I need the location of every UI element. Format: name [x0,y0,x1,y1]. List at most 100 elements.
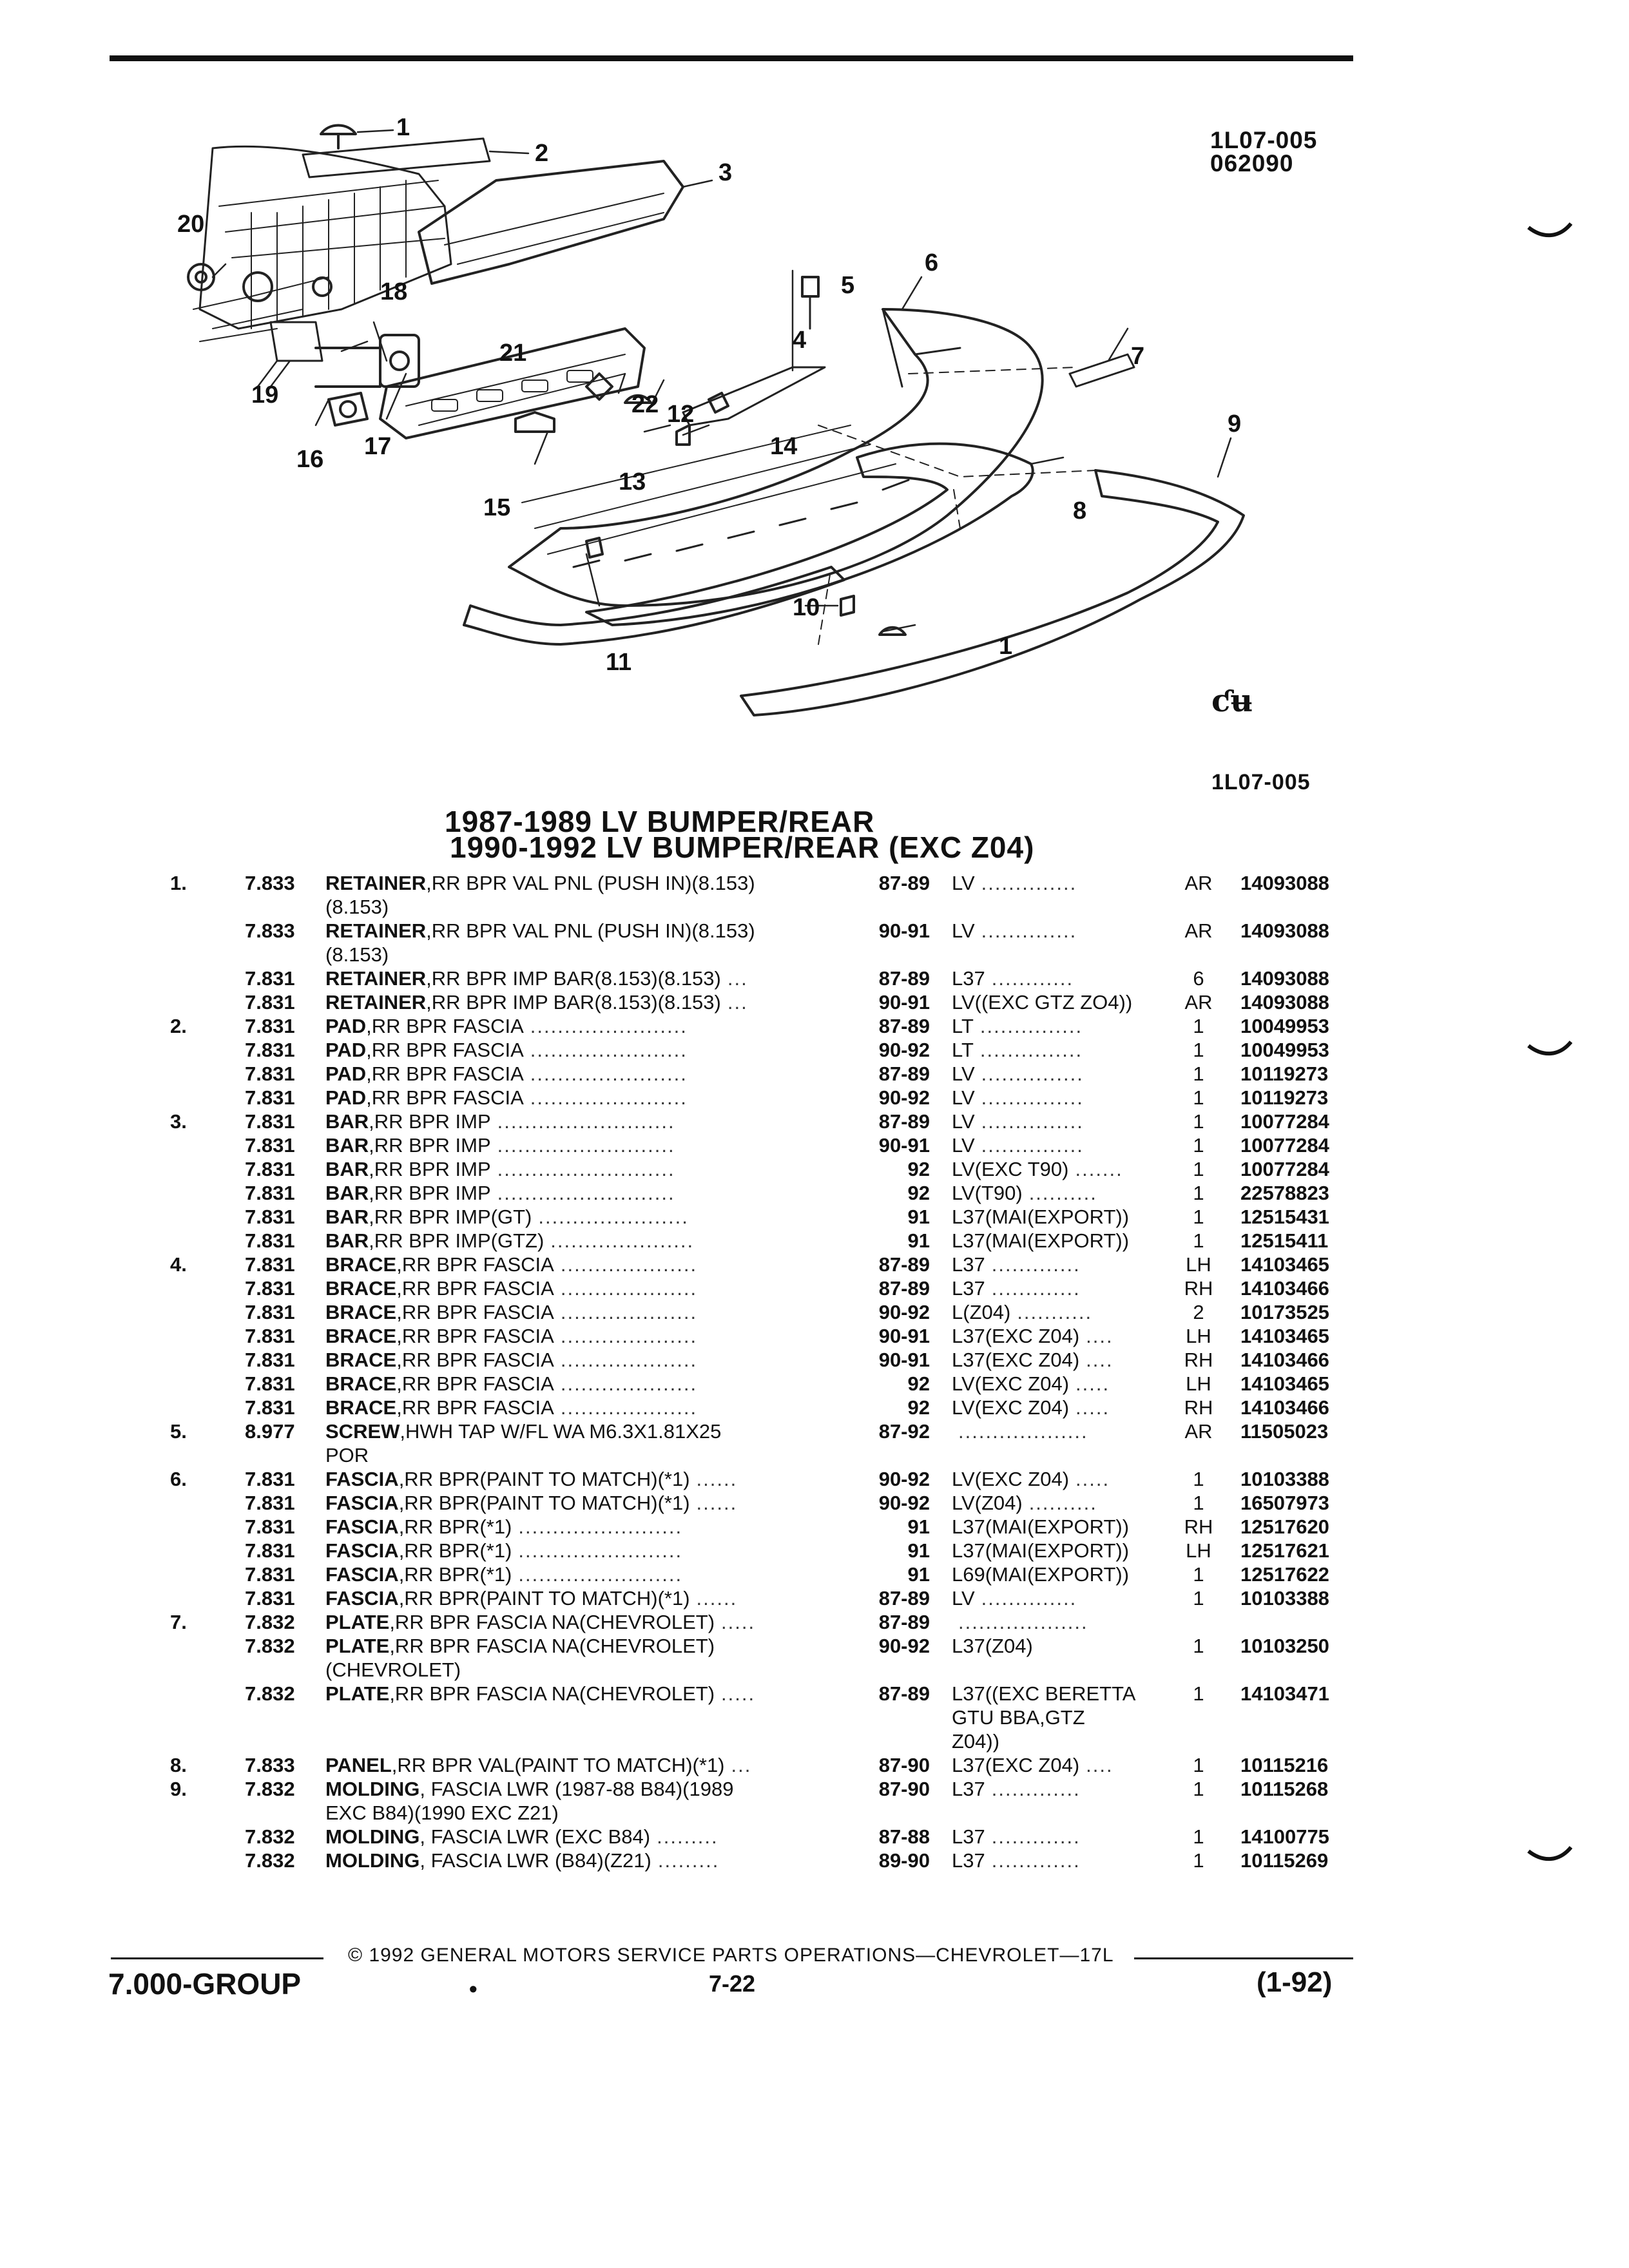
quantity: LH [1186,1253,1211,1276]
model-years: 92 [907,1182,930,1204]
group-number: 7.831 [245,1206,295,1228]
model-line: L37 [952,1277,985,1300]
callout: 19 [251,381,278,408]
model-code: L37............. [952,1276,1081,1300]
part-name: FASCIA [325,1539,399,1562]
part-description: PANEL,RR BPR VAL(PAINT TO MATCH)(*1)... [325,1753,847,1777]
model-line: L(Z04) [952,1301,1011,1323]
group-number: 7.831 [245,1372,295,1395]
part-detail: , FASCIA LWR (B84)(Z21) [419,1849,651,1872]
quantity: 1 [1193,1825,1204,1848]
part-description: BAR,RR BPR IMP.......................... [325,1181,847,1205]
part-name: RETAINER [325,991,427,1014]
part-description: BRACE,RR BPR FASCIA.................... [325,1348,847,1372]
leader-dots: ......... [657,1849,720,1872]
model-line: LV [952,1134,975,1157]
model-code: L37............. [952,1253,1081,1276]
group-number: 7.831 [245,1515,295,1538]
part-description: MOLDING, FASCIA LWR (EXC B84)......... [325,1825,847,1849]
part-detail-continued: (8.153) [325,943,389,966]
part-number: 10103388 [1240,1587,1329,1610]
callout: 14 [770,433,797,460]
part-detail: ,RR BPR FASCIA NA(CHEVROLET) [389,1611,715,1633]
copyright: © 1992 GENERAL MOTORS SERVICE PARTS OPER… [348,1945,1114,1966]
model-code: ................... [952,1610,1088,1634]
model-code: L37............ [952,966,1074,990]
group-number: 7.831 [245,1563,295,1586]
part-name: BRACE [325,1372,397,1395]
part-description: BRACE,RR BPR FASCIA.................... [325,1396,847,1419]
quantity: LH [1186,1539,1211,1562]
callout: 9 [1228,410,1241,437]
model-line: LV [952,1110,975,1133]
part-number: 10049953 [1240,1015,1329,1037]
item-number: 6. [170,1468,187,1490]
model-years: 92 [907,1158,930,1180]
model-code: LV(T90).......... [952,1181,1097,1205]
part-number: 10103388 [1240,1468,1329,1490]
model-line: L37(MAI(EXPORT)) [952,1539,1130,1562]
part-detail: ,RR BPR(*1) [398,1539,512,1562]
part-detail: ,RR BPR VAL PNL (PUSH IN)(8.153) [426,919,755,942]
illustration-date-code: 062090 [1210,150,1294,177]
leader-dots: ... [731,1754,752,1776]
leader-dots: ............. [991,1277,1081,1300]
group-number: 8.977 [245,1420,295,1443]
part-name: MOLDING [325,1825,420,1848]
quantity: 2 [1193,1301,1204,1323]
leader-dots: ..... [721,1682,756,1705]
part-number: 14100775 [1240,1825,1329,1848]
figure-id: 1L07-005 [1211,770,1311,794]
model-years: 87-89 [878,1277,930,1300]
part-detail-continued: POR [325,1444,369,1466]
model-line: L37(MAI(EXPORT)) [952,1229,1130,1252]
part-name: RETAINER [325,919,427,942]
model-line: L37 [952,1825,985,1848]
leader-dots: .... [1086,1754,1113,1776]
group-label: 7.000-GROUP [108,1967,302,2001]
group-number: 7.831 [245,1253,295,1276]
quantity: RH [1184,1396,1213,1419]
part-name: SCREW [325,1420,400,1443]
model-line: L37 [952,1849,985,1872]
part-name: BAR [325,1110,369,1133]
model-code: L37(EXC Z04).... [952,1753,1113,1777]
model-line: Z04)) [952,1730,1000,1753]
model-code: LV.............. [952,919,1077,943]
leader-dots: ........................ [518,1539,683,1562]
part-number: 16507973 [1240,1492,1329,1514]
model-code: L(Z04)........... [952,1300,1092,1324]
leader-dots: ............... [979,1039,1083,1061]
leader-dots: .......... [1028,1492,1097,1514]
quantity: LH [1186,1372,1211,1395]
part-number: 10119273 [1240,1086,1329,1109]
group-number: 7.831 [245,967,295,990]
group-number: 7.831 [245,1468,295,1490]
leader-dots: ..... [721,1611,756,1633]
leader-dots: ................... [958,1420,1088,1443]
callout: 17 [364,433,391,460]
model-code: LV((EXC GTZ ZO4)) [952,990,1132,1014]
model-code: L37(MAI(EXPORT)) [952,1229,1129,1253]
model-years: 87-89 [878,1253,930,1276]
group-number: 7.832 [245,1635,295,1657]
part-detail: ,RR BPR FASCIA [366,1039,524,1061]
leader-dots: .............. [981,1587,1077,1610]
quantity: 1 [1193,1682,1204,1705]
part-description: PLATE,RR BPR FASCIA NA(CHEVROLET)..... [325,1682,847,1706]
part-number: 14093088 [1240,967,1329,990]
callout: 1 [396,116,410,141]
